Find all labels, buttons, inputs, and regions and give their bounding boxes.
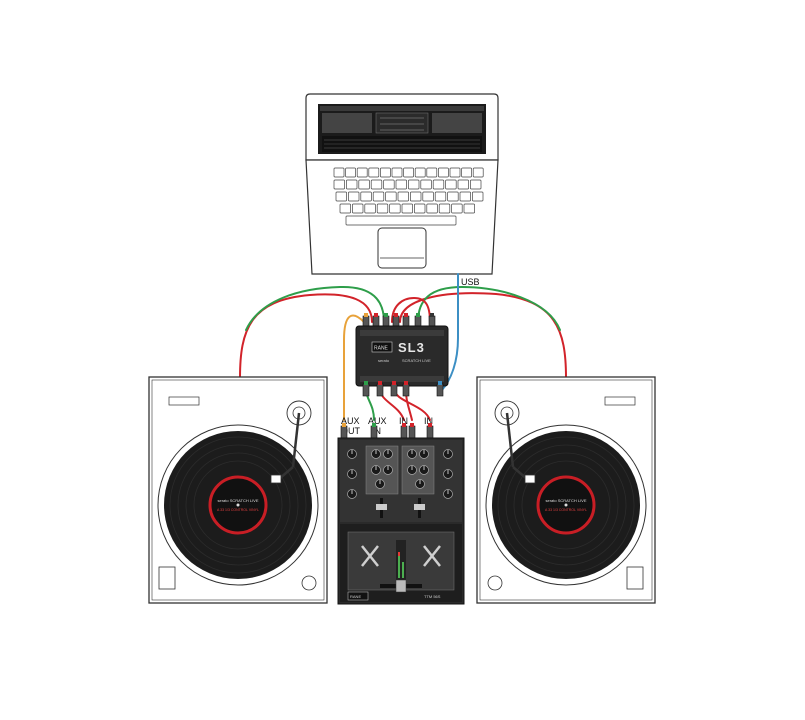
cable-left-turntable-red (239, 293, 373, 379)
cable-aux-orange (343, 314, 365, 421)
mixer-brand: RANE (350, 594, 361, 599)
cable-right-turntable-red (399, 292, 567, 379)
usb-cable (439, 273, 459, 393)
cable-right-turntable-green (417, 285, 561, 331)
aux-out-label-line1: AUX (341, 416, 360, 426)
turntable-left: serato SCRATCH LIVE A 33 1/3 CONTROL VINY… (148, 376, 328, 604)
sl3-tagline-serato: serato (378, 358, 390, 363)
record-label-text: serato SCRATCH LIVE (545, 498, 586, 503)
sl3-model: SL3 (398, 340, 425, 355)
sl3-tagline-scratch-live: SCRATCH LIVE (402, 358, 431, 363)
cable-left-turntable-green (245, 285, 385, 331)
aux-in-label-line1: AUX (368, 416, 387, 426)
record-label-sub: A 33 1/3 CONTROL VINYL (545, 508, 587, 512)
aux-out-label-line2: OUT (341, 426, 361, 436)
sl3-interface: RANE SL3 serato SCRATCH LIVE (355, 313, 449, 397)
turntable-right: serato SCRATCH LIVE A 33 1/3 CONTROL VINY… (476, 376, 656, 604)
record-label-sub: A 33 1/3 CONTROL VINYL (217, 508, 259, 512)
laptop (305, 93, 499, 275)
laptop-keyboard (333, 167, 484, 226)
mixer-input-labels: AUX OUT AUX IN IN 1 IN 2 (341, 416, 433, 436)
in-1-label-line1: IN (399, 416, 408, 426)
laptop-screen (318, 104, 486, 154)
laptop-trackpad (377, 227, 427, 269)
mixer: RANE TTM 56S (337, 423, 465, 605)
record-label-text: serato SCRATCH LIVE (217, 498, 258, 503)
sl3-brand: RANE (374, 346, 389, 352)
usb-label: USB (461, 277, 480, 287)
mixer-model: TTM 56S (424, 594, 441, 599)
in-2-label-line1: IN (424, 416, 433, 426)
